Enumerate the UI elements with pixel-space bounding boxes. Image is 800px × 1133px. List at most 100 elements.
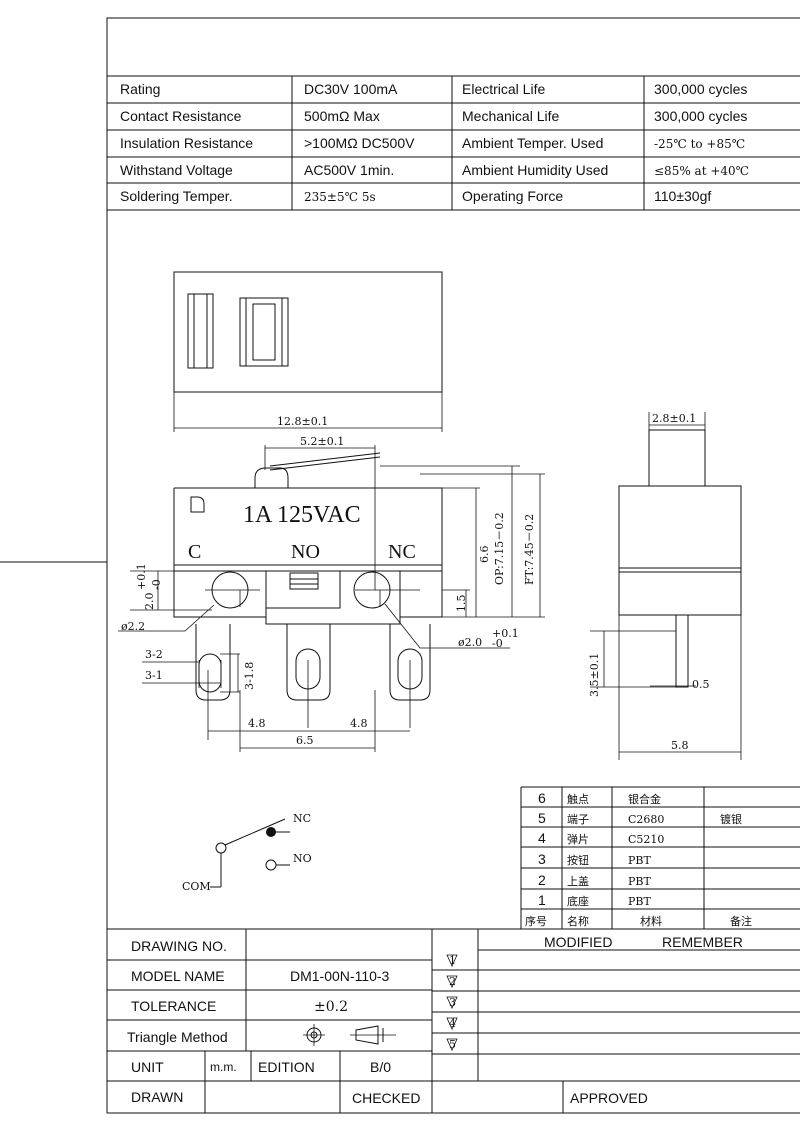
bom-row-4-name: 弹片 — [567, 832, 589, 846]
bom-row-2-no: 2 — [538, 872, 546, 888]
spec-value-rating: DC30V 100mA — [304, 81, 398, 97]
dim-2-0-tol2: -0 — [150, 579, 163, 590]
spec-label-withstand-voltage: Withstand Voltage — [120, 162, 233, 178]
rev-5: 5 — [449, 1038, 456, 1051]
tb-model-label: MODEL NAME — [131, 968, 225, 984]
bom-row-5-note: 镀银 — [720, 812, 742, 826]
bom-row-1-no: 1 — [538, 892, 546, 908]
top-view: 12.8±0.1 — [173, 271, 443, 432]
tb-tolerance-label: TOLERANCE — [131, 998, 216, 1014]
tb-approved-label: APPROVED — [570, 1090, 648, 1106]
spec-value-operating-force: 110±30gf — [654, 188, 711, 204]
tb-unit-label: UNIT — [131, 1059, 164, 1075]
spec-value-contact-resistance: 500mΩ Max — [304, 108, 380, 124]
bom-row-4-material: C5210 — [628, 833, 664, 846]
spec-label-ambient-humidity: Ambient Humidity Used — [462, 162, 608, 178]
dim-12-8: 12.8±0.1 — [277, 415, 328, 428]
spec-label-contact-resistance: Contact Resistance — [120, 108, 242, 124]
spec-value-mechanical-life: 300,000 cycles — [654, 108, 747, 124]
tb-edition-value: B/0 — [370, 1059, 391, 1075]
bom-row-2-material: PBT — [628, 875, 651, 888]
spec-value-insulation-resistance: >100MΩ DC500V — [304, 135, 415, 151]
bom-row-1-material: PBT — [628, 895, 651, 908]
front-view: 1A 125VAC C NO NC 5.2±0.1 6.6 OP:7.15－0.… — [118, 435, 545, 752]
spec-value-soldering-temper: 235±5℃ 5s — [304, 190, 376, 204]
tb-modified-label: MODIFIED — [544, 934, 612, 950]
terminal-label-no: NO — [291, 541, 320, 563]
dim-phi-2-0-tol2: -0 — [492, 637, 503, 650]
side-view: 2.8±0.1 3.5±0.1 0.5 5.8 — [588, 412, 742, 760]
bom-header-name: 名称 — [567, 914, 589, 928]
dim-4-8-left: 4.8 — [248, 717, 266, 730]
bom-row-6-name: 触点 — [567, 792, 589, 806]
bom-row-3-material: PBT — [628, 854, 651, 867]
dim-phi-2-2: ø2.2 — [121, 620, 145, 633]
dim-4-8-right: 4.8 — [350, 717, 368, 730]
terminal-label-c: C — [188, 541, 201, 563]
dim-2-0-tol: +0.1 — [135, 563, 148, 590]
bom-header-no: 序号 — [525, 914, 547, 928]
dim-3-5: 3.5±0.1 — [588, 653, 601, 697]
revision-triangle-icon — [446, 954, 458, 1051]
dim-phi-2-0-tol: +0.1 — [492, 627, 519, 640]
dim-3-2: 3-2 — [145, 648, 163, 661]
spec-label-soldering-temper: Soldering Temper. — [120, 188, 233, 204]
dim-op: OP:7.15－0.2 — [493, 512, 506, 585]
spec-value-electrical-life: 300,000 cycles — [654, 81, 747, 97]
tb-remember-label: REMEMBER — [662, 934, 743, 950]
tb-unit-value: m.m. — [210, 1060, 237, 1074]
bom-row-5-name: 端子 — [567, 813, 589, 826]
spec-value-ambient-humidity: ≤85% at +40℃ — [654, 164, 749, 178]
spec-label-ambient-temper: Ambient Temper. Used — [462, 135, 603, 151]
rev-4: 4 — [449, 1017, 456, 1030]
dim-6-5: 6.5 — [296, 734, 314, 747]
rev-3: 3 — [449, 996, 456, 1009]
bom-row-5-no: 5 — [538, 810, 546, 826]
spec-table: Rating DC30V 100mA Electrical Life 300,0… — [107, 75, 800, 211]
bom-header-material: 材料 — [640, 914, 662, 928]
bom-row-2-name: 上盖 — [567, 874, 589, 888]
spec-label-rating: Rating — [120, 81, 160, 97]
schematic-nc-label: NC — [293, 812, 311, 825]
bom-header-note: 备注 — [730, 914, 752, 928]
bom-row-6-material: 银合金 — [628, 792, 661, 806]
bom-table: 6 触点 银合金 5 端子 C2680 镀银 4 弹片 C5210 3 按钮 P… — [520, 786, 800, 929]
dim-1-5: 1.5 — [455, 595, 468, 613]
bom-row-6-no: 6 — [538, 790, 546, 806]
tb-triangle-label: Triangle Method — [127, 1029, 228, 1045]
body-rating-text: 1A 125VAC — [243, 502, 361, 528]
sheet-frame — [0, 17, 800, 1114]
schematic-no-label: NO — [293, 852, 312, 865]
terminal-label-nc: NC — [388, 541, 416, 563]
spec-label-mechanical-life: Mechanical Life — [462, 108, 559, 124]
tb-checked-label: CHECKED — [352, 1090, 420, 1106]
dim-3-1: 3-1 — [145, 669, 163, 682]
dim-ft: FT:7.45－0.2 — [523, 514, 536, 585]
dim-phi-2-0: ø2.0 — [458, 636, 482, 649]
projection-symbol-icon — [303, 1024, 396, 1046]
bom-row-3-name: 按钮 — [567, 853, 589, 867]
bom-row-4-no: 4 — [538, 830, 546, 846]
dim-2-8: 2.8±0.1 — [652, 412, 696, 425]
dim-5-2: 5.2±0.1 — [300, 435, 344, 448]
spec-label-electrical-life: Electrical Life — [462, 81, 545, 97]
tb-drawing-no-label: DRAWING NO. — [131, 938, 227, 954]
dim-6-6: 6.6 — [478, 546, 491, 564]
spec-value-withstand-voltage: AC500V 1min. — [304, 162, 394, 178]
dim-2-0: 2.0 — [143, 593, 156, 611]
bom-row-1-name: 底座 — [567, 894, 589, 908]
tb-drawn-label: DRAWN — [131, 1089, 183, 1105]
spec-value-ambient-temper: -25℃ to +85℃ — [654, 137, 745, 151]
bom-row-5-material: C2680 — [628, 813, 664, 826]
dim-5-8: 5.8 — [671, 739, 689, 752]
dim-3-1-8: 3-1.8 — [243, 662, 256, 690]
rev-1: 1 — [449, 954, 456, 967]
dim-0-5: 0.5 — [692, 678, 710, 691]
title-block: DRAWING NO. MODEL NAME DM1-00N-110-3 TOL… — [107, 928, 800, 1113]
spec-label-insulation-resistance: Insulation Resistance — [120, 135, 253, 151]
spec-label-operating-force: Operating Force — [462, 188, 563, 204]
rev-2: 2 — [449, 975, 456, 988]
tb-tolerance-value: ±0.2 — [314, 999, 348, 1015]
